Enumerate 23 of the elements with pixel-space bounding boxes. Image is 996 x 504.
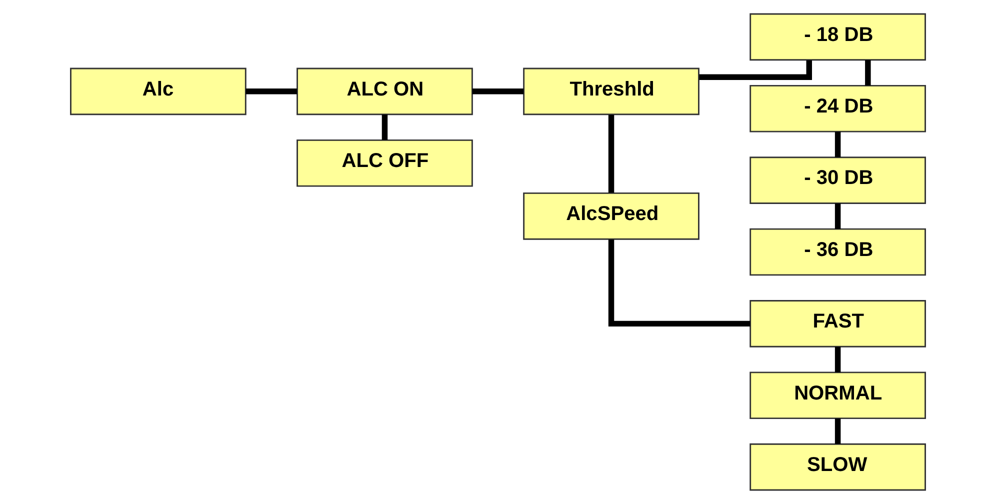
node-box: - 36 DB <box>750 228 926 276</box>
connector <box>865 60 871 86</box>
connector <box>699 60 812 80</box>
node-box: SLOW <box>750 443 926 491</box>
connector <box>608 239 750 327</box>
node-box: ALC ON <box>296 68 473 116</box>
connector <box>834 346 841 372</box>
node-box: ALC OFF <box>296 139 473 187</box>
node-box: FAST <box>750 300 926 348</box>
connector <box>472 88 524 94</box>
connector <box>834 203 841 229</box>
node-box: AlcSPeed <box>523 192 700 240</box>
connector <box>382 114 388 140</box>
connector <box>246 88 298 94</box>
connector <box>608 114 614 193</box>
node-box: Threshld <box>523 68 700 116</box>
connector <box>834 418 841 444</box>
node-box: - 18 DB <box>750 13 926 61</box>
node-box: - 24 DB <box>750 84 926 132</box>
node-box: Alc <box>70 68 246 116</box>
node-box: NORMAL <box>750 372 926 420</box>
connector <box>834 132 841 158</box>
node-box: - 30 DB <box>750 156 926 204</box>
